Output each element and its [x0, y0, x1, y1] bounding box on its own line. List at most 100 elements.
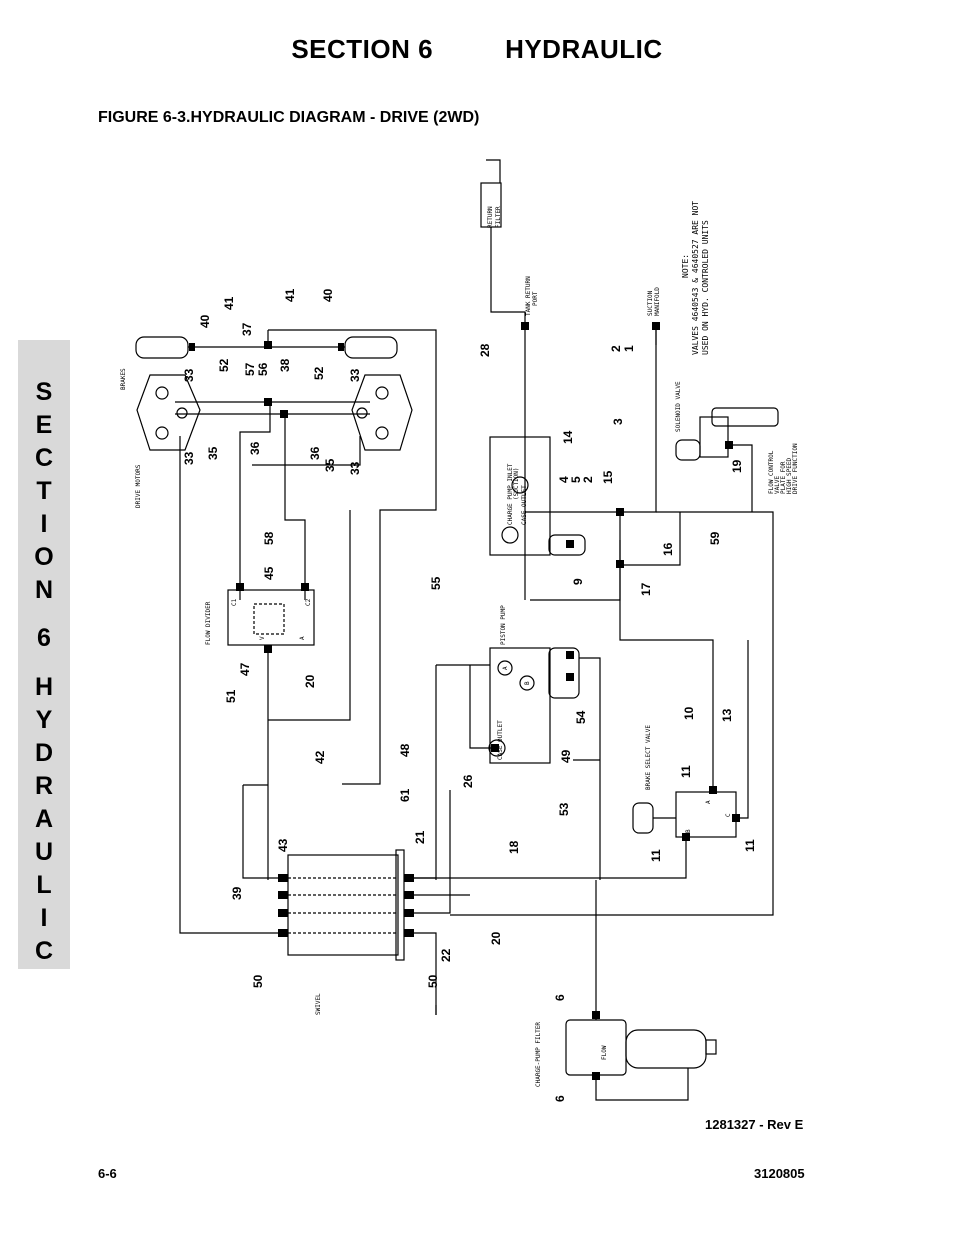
- callout-47: 47: [238, 662, 252, 676]
- callout-5: 5: [569, 476, 583, 483]
- side-tab-letter: I: [40, 904, 48, 932]
- callout-49: 49: [559, 749, 573, 763]
- brake-valve-port-c: C: [725, 813, 732, 817]
- callout-18: 18: [507, 840, 521, 854]
- callout-9: 9: [571, 578, 585, 585]
- brake-cylinder-left: [135, 336, 189, 359]
- side-tab-letter: C: [34, 937, 54, 965]
- swivel-label: SWIVEL: [315, 993, 322, 1015]
- callout-19: 19: [730, 459, 744, 473]
- callout-2: 2: [609, 345, 623, 352]
- suction-manifold-label-2: MANIFOLD: [654, 287, 661, 316]
- section-side-tab: S E C T I O N 6 H Y D R A U L I C: [18, 340, 70, 969]
- solenoid-valve-label: SOLENOID VALVE: [675, 381, 682, 432]
- flow-divider-port-a: A: [299, 636, 306, 640]
- callout-50: 50: [251, 974, 265, 988]
- brake-valve-port-b: B: [685, 829, 692, 833]
- callout-57: 57: [243, 362, 257, 376]
- callout-33: 33: [182, 368, 196, 382]
- drive-motors-label: DRIVE MOTORS: [135, 464, 142, 508]
- port-markers: [189, 322, 740, 1080]
- callout-4: 4: [557, 476, 571, 483]
- charge-pump-inlet-label-1: CHARGE PUMP INLET: [507, 463, 514, 525]
- callout-17: 17: [639, 582, 653, 596]
- callout-51: 51: [224, 689, 238, 703]
- flow-divider-port-c1: C1: [231, 598, 238, 606]
- flow-divider-label: FLOW DIVIDER: [205, 601, 212, 645]
- side-tab-letter: I: [40, 510, 48, 538]
- callout-56: 56: [256, 362, 270, 376]
- callout-36: 36: [308, 446, 322, 460]
- note-line-2: USED ON HYD. CONTROLED UNITS: [701, 220, 710, 355]
- callout-40: 40: [198, 314, 212, 328]
- callout-40: 40: [321, 288, 335, 302]
- piston-pump-box: [489, 647, 551, 764]
- flow-control-label-3: PLATE FOR: [780, 461, 787, 494]
- callout-11: 11: [743, 839, 757, 852]
- callout-37: 37: [240, 322, 254, 336]
- side-tab-letter: D: [34, 739, 54, 767]
- callout-13: 13: [720, 708, 734, 722]
- case-outlet-label: CASE OUTLET: [521, 485, 528, 525]
- side-tab-letter: O: [34, 543, 54, 571]
- callout-33: 33: [348, 461, 362, 475]
- callout-33: 33: [182, 451, 196, 465]
- callout-11: 11: [649, 849, 663, 862]
- flow-control-label-4: HIGH SPEED: [786, 457, 793, 494]
- callout-10: 10: [682, 706, 696, 720]
- pump-port-b: B: [524, 681, 531, 685]
- callout-59: 59: [708, 531, 722, 545]
- callout-26: 26: [461, 774, 475, 788]
- side-tab-letter: E: [35, 411, 53, 439]
- callout-54: 54: [574, 710, 588, 724]
- callout-6: 6: [553, 994, 567, 1001]
- side-tab-letter: H: [34, 673, 54, 701]
- callout-1: 1: [622, 345, 636, 352]
- callout-55: 55: [429, 576, 443, 590]
- document-number: 3120805: [754, 1166, 805, 1181]
- callout-38: 38: [278, 358, 292, 372]
- flow-divider-port-c2: C2: [305, 598, 312, 606]
- piston-case-outlet-label: CASE OUTLET: [497, 720, 504, 760]
- callout-43: 43: [276, 838, 290, 852]
- side-tab-letter: Y: [35, 706, 53, 734]
- callout-3: 3: [611, 418, 625, 425]
- side-tab-letter: A: [34, 805, 54, 833]
- callout-41: 41: [283, 288, 297, 302]
- side-tab-letter: T: [36, 477, 52, 505]
- callout-22: 22: [439, 948, 453, 962]
- drive-motor-right: [351, 374, 413, 451]
- swivel-box: [287, 854, 399, 956]
- side-tab-letter: C: [34, 444, 54, 472]
- callout-61: 61: [398, 788, 412, 802]
- callout-6: 6: [553, 1095, 567, 1102]
- callout-20: 20: [489, 931, 503, 945]
- figure-title: FIGURE 6-3.HYDRAULIC DIAGRAM - DRIVE (2W…: [98, 109, 480, 126]
- flow-control-label-2: VALVE: [774, 476, 781, 494]
- callout-50: 50: [426, 974, 440, 988]
- note-title: NOTE:: [681, 254, 690, 278]
- brake-valve-port-a: A: [705, 800, 712, 804]
- charge-pump-inlet-label-2: (SUCTION): [513, 467, 520, 500]
- callout-36: 36: [248, 441, 262, 455]
- callout-14: 14: [561, 430, 575, 444]
- flow-control-label-1: FLOW CONTROL: [768, 450, 775, 494]
- tank-return-label-2: PORT: [532, 291, 539, 306]
- callout-45: 45: [262, 566, 276, 580]
- callout-2: 2: [581, 476, 595, 483]
- callout-16: 16: [661, 542, 675, 556]
- callout-11: 11: [679, 765, 693, 778]
- charge-pump-filter-box: [565, 1019, 627, 1076]
- callout-35: 35: [323, 458, 337, 472]
- callout-58: 58: [262, 531, 276, 545]
- side-tab-letter: S: [35, 378, 53, 406]
- callout-28: 28: [478, 343, 492, 357]
- charge-pump-filter-label: CHARGE-PUMP FILTER: [535, 1022, 542, 1087]
- side-tab-letter: 6: [37, 624, 51, 652]
- return-filter-label-1: RETURN: [487, 206, 494, 228]
- piston-pump-label: PISTON PUMP: [500, 605, 507, 645]
- brakes-label: BRAKES: [120, 368, 127, 390]
- brake-cylinder-right: [344, 336, 398, 359]
- page-number: 6-6: [98, 1166, 117, 1181]
